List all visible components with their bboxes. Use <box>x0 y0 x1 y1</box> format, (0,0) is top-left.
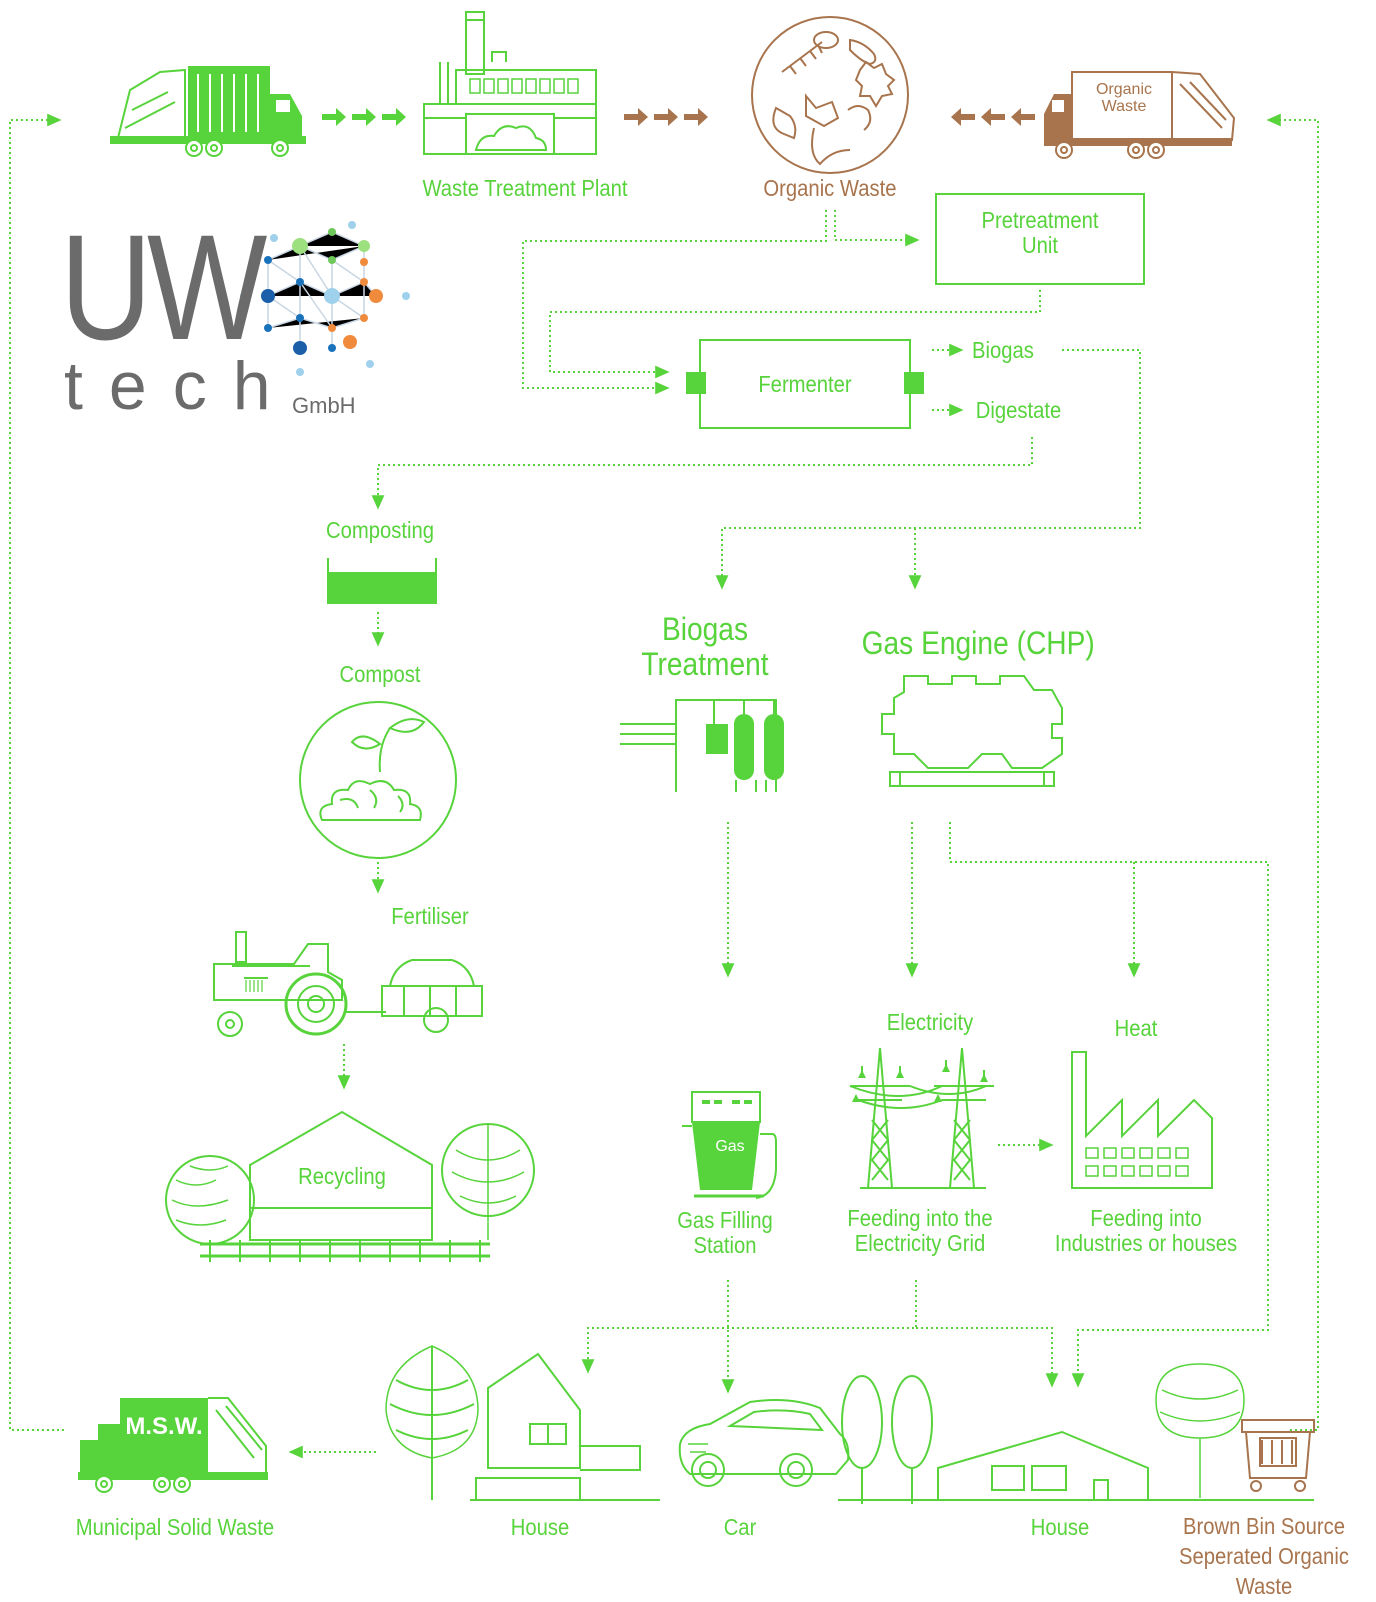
composting-icon <box>327 558 437 604</box>
connector-grid-to-left-house <box>581 1280 917 1374</box>
organic-waste-icon <box>751 16 909 174</box>
composting-label: Composting <box>325 517 434 543</box>
logo-uw: UW <box>60 203 267 371</box>
connector-grid-to-right-house <box>916 1327 1059 1388</box>
connector-pretreatment-to-fermenter <box>549 290 1041 379</box>
power-pylons-icon <box>849 1047 994 1189</box>
msw-truck-label: M.S.W. <box>125 1413 203 1440</box>
left-house-icon <box>385 1345 660 1501</box>
fertiliser-label: Fertiliser <box>391 903 469 929</box>
digestate-label: Digestate <box>975 397 1062 423</box>
feeding-grid-label: Feeding into the Electricity Grid <box>847 1205 993 1257</box>
logo-tech: tech <box>64 348 297 424</box>
pretreatment-box <box>935 193 1145 285</box>
gas-pump-label: Gas <box>715 1138 745 1155</box>
tractor-icon <box>213 931 483 1037</box>
waste-treatment-plant-label: Waste Treatment Plant <box>422 175 628 201</box>
car-icon <box>678 1399 850 1487</box>
connector-chp-heat-to-house <box>949 822 1269 1388</box>
compost-label: Compost <box>339 661 421 687</box>
compost-icon <box>299 701 457 859</box>
right-house-label: House <box>1030 1514 1090 1540</box>
biogas-treatment-icon <box>620 699 784 792</box>
organic-waste-truck-icon <box>1044 71 1236 159</box>
connector-organic-to-pretreatment <box>834 210 920 247</box>
recycling-building-icon <box>165 1110 535 1262</box>
top-arrows-brown <box>624 108 1035 126</box>
biogas-treatment-label: Biogas Treatment <box>641 611 769 683</box>
right-house-icon <box>838 1363 1314 1504</box>
collection-truck-icon <box>110 66 306 157</box>
left-house-label: House <box>510 1514 570 1540</box>
msw-truck-icon <box>78 1397 268 1493</box>
top-arrows-green <box>322 108 406 126</box>
connector-digestate-to-composting <box>371 437 1033 510</box>
biogas-label: Biogas <box>972 337 1034 363</box>
organic-truck-label: Organic Waste <box>1095 81 1153 115</box>
connector-lines <box>9 113 1319 1459</box>
gas-pump-icon <box>682 1091 777 1199</box>
car-label: Car <box>723 1514 757 1540</box>
factory-icon <box>1071 1051 1213 1189</box>
fermenter-label: Fermenter <box>758 371 852 397</box>
pylon-insulators <box>852 1064 988 1102</box>
connector-msw-to-collection <box>9 113 64 1431</box>
logo-network-icon <box>240 221 410 376</box>
brown-bin-icon <box>1241 1419 1315 1492</box>
gas-engine-label: Gas Engine (CHP) <box>861 625 1095 661</box>
gas-engine-icon <box>881 675 1063 787</box>
connector-bin-to-organic-truck <box>1266 113 1319 1431</box>
fermenter-box <box>686 339 924 429</box>
brown-bin-label: Brown Bin Source Seperated Organic Waste <box>1179 1513 1349 1599</box>
logo-gmbh: GmbH <box>292 393 356 418</box>
gas-filling-station-label: Gas Filling Station <box>677 1207 773 1259</box>
electricity-label: Electricity <box>886 1009 974 1035</box>
waste-treatment-plant-icon <box>423 11 597 155</box>
organic-waste-label: Organic Waste <box>763 175 897 201</box>
recycling-label: Recycling <box>298 1163 386 1189</box>
connector-organic-to-fermenter <box>522 210 827 395</box>
feeding-industries-label: Feeding into Industries or houses <box>1054 1205 1238 1257</box>
connector-biogas-to-treatment <box>715 349 1141 590</box>
municipal-solid-waste-label: Municipal Solid Waste <box>75 1514 275 1540</box>
heat-label: Heat <box>1114 1015 1158 1041</box>
pretreatment-label: Pretreatment Unit <box>981 207 1099 259</box>
